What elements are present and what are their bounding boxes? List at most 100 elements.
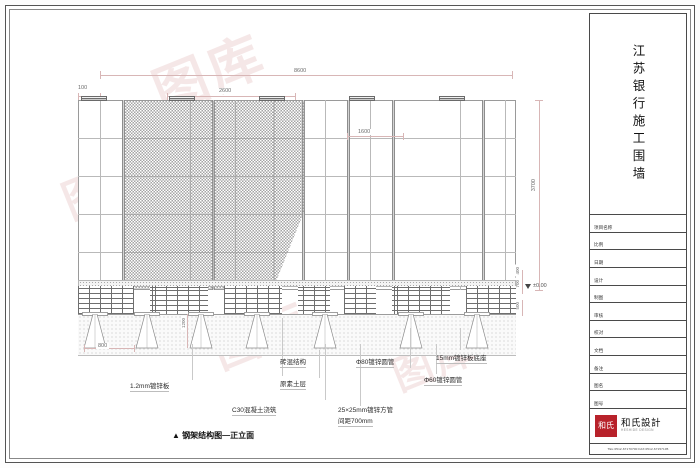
title-block-row-drawing-number[interactable]: 图号 (590, 391, 686, 410)
mesh-hatch-taper (273, 101, 305, 289)
title-block-main-title-cell: 江苏银行施工围墙 (590, 14, 686, 215)
field-label: 日期 (594, 259, 604, 265)
elevation-marker-icon (525, 284, 531, 289)
brick-segment (78, 286, 134, 314)
leader-line (282, 318, 283, 376)
elevation-drawing: 8600 100 2600 (12, 12, 582, 456)
brick-segment (224, 286, 282, 314)
field-label: 图号 (594, 401, 604, 407)
logo-name-en: HESHIDE DESIGN (621, 428, 654, 433)
fence-rail (78, 252, 516, 253)
post-cap (259, 96, 285, 101)
leader-line (325, 344, 326, 400)
elevation-label: ±0.00 (533, 283, 547, 289)
field-label: 文档 (594, 348, 604, 354)
annotation-square-tube-spacing: 间距700mm (338, 415, 373, 427)
annotation-round-tube-60: Φ60镀锌圆管 (424, 374, 463, 386)
title-block-row-project-name[interactable]: 项目名称 (590, 215, 686, 233)
dim-tick (167, 93, 168, 100)
dim-label-mesh-top: 1600 (356, 129, 373, 135)
fence-mullion (100, 100, 101, 290)
leader-line (460, 328, 461, 350)
title-block-row-document[interactable]: 文档 (590, 338, 686, 357)
fence-mullion (460, 100, 461, 290)
fence-post (482, 100, 485, 290)
annotation-soil: 原素土层 (280, 378, 306, 390)
dim-line-mesh-top (347, 136, 403, 137)
leader-line (360, 344, 361, 406)
dim-label-footing-height: 1200 (181, 316, 186, 331)
tapered-footing (244, 314, 270, 350)
leader-line (319, 350, 320, 378)
tapered-footing (312, 314, 338, 350)
project-title: 江苏银行施工围墙 (630, 44, 646, 184)
title-block-row-date[interactable]: 日期 (590, 250, 686, 268)
brick-segment (466, 286, 516, 314)
dim-line-base-lower (522, 300, 523, 316)
company-logo: 和氏 和氏設計 HESHIDE DESIGN (590, 409, 686, 445)
title-block-row-drawing-name[interactable]: 图名 (590, 374, 686, 392)
dim-line-base-mid (522, 280, 523, 294)
field-label: 制图 (594, 295, 604, 301)
dim-tick (535, 290, 543, 291)
field-label: 项目名称 (594, 224, 613, 230)
field-label: 图名 (594, 383, 604, 389)
title-block-row-review[interactable]: 审核 (590, 303, 686, 321)
dim-line-footing-height (187, 314, 188, 348)
field-label: 审核 (594, 312, 604, 318)
gravel-strip (78, 280, 516, 287)
logo-name-cn: 和氏設計 (621, 418, 662, 430)
dim-tick (84, 345, 85, 352)
leader-line (436, 344, 437, 374)
annotation-round-tube-80: Φ80镀锌圆管 (356, 356, 395, 368)
dim-tick (134, 345, 135, 352)
figure-title: ▲ 钢架结构图—正立面 (172, 431, 255, 440)
dim-label-left-offset: 100 (76, 85, 90, 91)
annotation-base-plate: 15mm镀锌板底座 (436, 352, 487, 364)
dim-line-overall-width (100, 75, 512, 76)
title-block-row-drafting[interactable]: 制图 (590, 286, 686, 304)
title-block-row-remark[interactable]: 备注 (590, 356, 686, 374)
leader-line (410, 328, 411, 368)
dim-label-base-upper: 400 (515, 265, 520, 277)
field-label: 校对 (594, 330, 604, 336)
tapered-footing (134, 314, 160, 350)
tapered-footing (188, 314, 214, 350)
tapered-footing (398, 314, 424, 350)
fence-elevation (78, 100, 516, 290)
fence-post (347, 100, 350, 290)
title-block-row-scale[interactable]: 比例 (590, 233, 686, 251)
dim-label-footing-width: 800 (96, 343, 110, 349)
dim-line-overall-height (539, 100, 540, 290)
field-label: 备注 (594, 365, 604, 371)
mesh-hatch (125, 101, 275, 289)
title-block-row-design[interactable]: 设计 (590, 268, 686, 286)
title-block-row-proofread[interactable]: 校对 (590, 321, 686, 339)
dim-line-bay-width (167, 96, 295, 97)
dim-label-overall-width: 8600 (292, 68, 309, 74)
annotation-square-tube: 25×25mm镀锌方管 (338, 407, 394, 414)
leader-line (192, 344, 193, 380)
annotation-masonry: 砖混结构 (280, 356, 306, 368)
post-cap (349, 96, 375, 101)
sheet-border-inner (9, 9, 691, 459)
dim-tick (347, 133, 348, 140)
dim-tick (512, 71, 513, 79)
dim-label-bay-width: 2600 (217, 88, 234, 94)
fence-mullion (325, 100, 326, 290)
dim-tick (295, 93, 296, 100)
logo-mark-icon: 和氏 (595, 415, 617, 438)
post-cap (81, 96, 107, 101)
dim-label-overall-height: 3700 (531, 177, 537, 194)
mesh-panel-region (125, 101, 305, 289)
dim-tick (78, 93, 79, 100)
masonry-base (78, 286, 516, 314)
title-block: 江苏银行施工围墙 项目名称 比例 日期 设计 制图 审核 校对 文档 备注 图 (589, 13, 687, 455)
fence-mullion (505, 100, 506, 290)
dim-tick (535, 100, 543, 101)
post-cap (169, 96, 195, 101)
dim-tick (403, 133, 404, 140)
fence-post (392, 100, 395, 290)
brick-segment (392, 286, 450, 314)
tapered-footing (464, 314, 490, 350)
